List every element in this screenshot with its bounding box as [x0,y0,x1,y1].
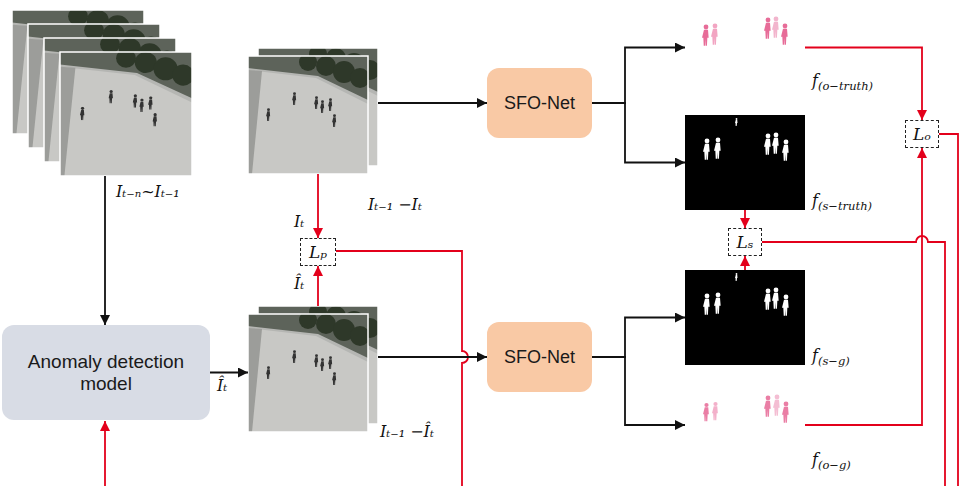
flow-blob [772,17,779,38]
flow-blob [711,24,718,45]
image-caption: f(s−truth) [812,191,872,214]
mask-map: f(s−g) [685,270,805,365]
feedback-wire [939,134,958,486]
feedback-wire [762,236,945,486]
loss-box: Lₚ [300,238,336,266]
flow-blob [702,25,709,46]
mask-figure [772,288,779,309]
mask-figure [764,289,771,310]
box-label: SFO-Net [504,93,575,114]
image-caption: Iₜ₋ₙ~Iₜ₋₁ [116,182,180,201]
symbol-subscript: (s−truth) [818,199,872,213]
symbol-subscript: (o−g) [818,458,851,472]
image-caption: f(s−g) [812,346,850,369]
edge-label: Iₜ [293,212,305,231]
mask-figure [735,273,738,281]
loss-box: Lₛ [728,228,762,256]
mask-figure [703,139,710,160]
video-frame [248,311,370,432]
network-box: SFO-Net [487,68,592,138]
mask-map: f(s−truth) [685,115,805,210]
mask-ground [685,270,805,365]
loss-box: Lₒ [905,120,939,148]
frame-border [248,314,368,432]
frame-stack: Iₜ₋ₙ~Iₜ₋₁ [12,10,192,176]
mask-figure [703,294,710,315]
frame-border [248,56,368,174]
flow-map: f(o−g) [685,380,805,470]
flow-map-ground [685,5,805,90]
edge-label: Îₜ [216,376,228,395]
flow-arrow [805,48,922,121]
flow-map-ground [685,380,805,470]
loss-label: Lₒ [913,126,931,143]
video-frame [248,53,370,174]
mask-figure [782,140,789,161]
symbol-subscript: (s−g) [818,354,850,368]
symbol-letter: f [812,450,818,469]
frame-pair: Iₜ₋₁ −Îₜ [248,306,378,432]
symbol-letter: f [812,346,818,365]
network-box: SFO-Net [487,322,592,392]
box-label: SFO-Net [504,347,575,368]
feedback-wire [104,421,106,486]
mask-ground [685,115,805,210]
mask-figure [782,295,789,316]
symbol-letter: f [812,191,818,210]
flow-blob [712,402,718,420]
symbol-letter: f [812,71,818,90]
mask-figure [772,133,779,154]
flow-arrow [592,103,685,163]
frame-border [60,52,192,176]
box-label: Anomaly detection model [2,351,210,395]
frame-pair: Iₜ₋₁ −Iₜ [248,48,378,174]
mask-figure [764,134,771,155]
loss-label: Lₛ [736,234,753,251]
feedback-wire [336,251,468,486]
flow-arrow [592,318,685,358]
model-box: Anomaly detection model [2,325,210,420]
flow-blob [781,24,788,45]
image-caption: Iₜ₋₁ −Iₜ [368,195,422,214]
image-caption: f(o−g) [812,450,851,473]
flow-blob [764,18,771,39]
mask-figure [714,138,721,159]
flow-arrow [104,176,106,325]
flow-arrow [744,210,746,228]
video-frame [60,49,194,176]
mask-figure [735,118,738,126]
flow-blob [703,403,709,421]
flow-arrow [744,256,746,270]
edge-label: Îₜ [293,274,305,293]
flow-blob [764,396,771,417]
flow-arrow [592,357,685,425]
flow-arrow [317,174,319,238]
flow-arrow [378,102,487,104]
flow-arrow [805,148,922,425]
image-caption: f(o−truth) [812,71,873,94]
mask-figure [714,293,721,314]
flow-arrow [592,48,685,104]
flow-arrow [317,266,319,306]
flow-blob [782,402,789,423]
symbol-subscript: (o−truth) [818,79,873,93]
image-caption: Iₜ₋₁ −Îₜ [380,422,434,441]
flow-arrow [210,372,248,374]
flow-map: f(o−truth) [685,5,805,90]
flow-arrow [378,356,487,358]
flow-blob [773,395,780,416]
loss-label: Lₚ [309,244,327,261]
